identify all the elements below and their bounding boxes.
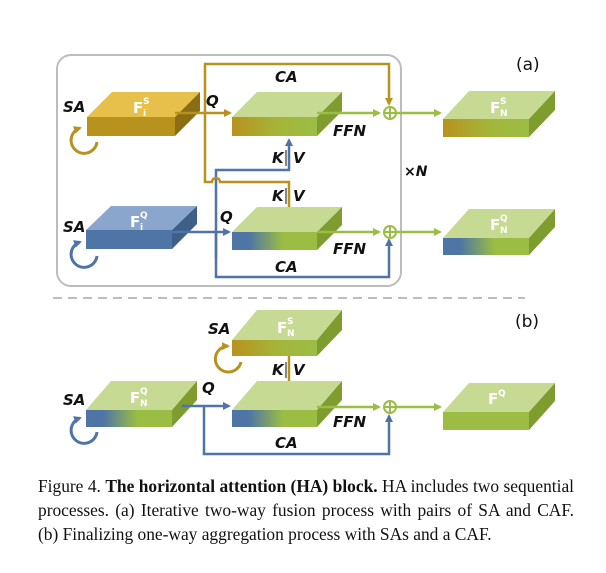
feature-block-fs-n <box>443 91 555 137</box>
self-attention-loop-icon <box>69 240 99 269</box>
sa-label: SA <box>63 98 85 116</box>
q-label-b: Q <box>202 379 215 397</box>
feature-sub-fs-n: N <box>500 109 508 119</box>
caption-title: The horizontal attention (HA) block. <box>105 476 378 496</box>
ca-label-bottom: CA <box>275 258 298 276</box>
feature-sup-fq-n: Q <box>500 214 508 224</box>
ca-label-top: CA <box>275 68 298 86</box>
repeat-frame <box>56 54 402 287</box>
feature-name-fs-n-b: F <box>277 319 287 337</box>
k-label-b: K <box>272 361 285 379</box>
k-label-top: K <box>272 149 285 167</box>
caption-prefix: Figure 4. <box>38 476 101 496</box>
feature-name-fs-i: F <box>133 99 143 117</box>
feature-sub-fq-n-b: N <box>140 399 148 409</box>
add-icon-bottom <box>383 225 397 239</box>
feature-sup-fq-n-b: Q <box>140 387 148 397</box>
ha-block-diagram: (a) ×N F S i SA Q CA FFN F S N K V <box>53 54 555 456</box>
sa-label-b-support: SA <box>208 320 230 338</box>
v-label-bottom: V <box>293 187 306 205</box>
self-attention-loop-icon <box>69 126 99 155</box>
q-label: Q <box>206 92 219 110</box>
feature-sub-fs-i: i <box>143 109 146 119</box>
feature-block-fq-n <box>443 209 555 255</box>
feature-name-fq-n-b: F <box>130 389 140 407</box>
cross-attention-block-bottom <box>232 207 342 250</box>
feature-name-fq-n: F <box>490 216 500 234</box>
feature-sup-fs-i: S <box>143 97 149 107</box>
feature-sub-fq-i: i <box>140 223 143 233</box>
sa-label-query: SA <box>63 218 85 236</box>
feature-sub-fq-n: N <box>500 226 508 236</box>
self-attention-loop-icon <box>69 416 99 445</box>
feature-block-fs-n-b <box>232 310 342 356</box>
cross-attention-block-b <box>232 381 342 427</box>
panel-a-label: (a) <box>516 55 540 75</box>
feature-name-fs-n: F <box>490 99 500 117</box>
ffn-label-b: FFN <box>333 413 366 431</box>
self-attention-loop-icon <box>213 342 243 374</box>
feature-name-fq-out: F <box>488 390 498 408</box>
ffn-label-bottom: FFN <box>333 240 366 258</box>
feature-sub-fs-n-b: N <box>287 329 295 339</box>
feature-sup-fq-i: Q <box>140 211 148 221</box>
feature-sup-fs-n-b: S <box>287 317 293 327</box>
feature-block-fq-n-b <box>86 381 197 427</box>
ffn-label-top: FFN <box>333 122 366 140</box>
feature-sup-fq-out: Q <box>498 389 506 399</box>
panel-b-label: (b) <box>515 312 539 332</box>
q-label-query: Q <box>220 208 233 226</box>
caption-text: HA includes two sequential processes. (a… <box>38 476 574 544</box>
v-label-b: V <box>293 361 306 379</box>
k-label-bottom: K <box>272 187 285 205</box>
feature-block-fq-i <box>86 206 197 249</box>
repeat-label: ×N <box>404 164 428 180</box>
feature-block-fq-out <box>443 383 555 430</box>
feature-name-fq-i: F <box>130 213 140 231</box>
figure-caption: Figure 4. The horizontal attention (HA) … <box>38 474 574 546</box>
sa-label-b-query: SA <box>63 391 85 409</box>
ca-label-b: CA <box>275 434 298 452</box>
cross-attention-block-top <box>232 92 342 136</box>
feature-sup-fs-n: S <box>500 97 506 107</box>
add-icon-top <box>383 106 397 120</box>
v-label-top: V <box>293 149 306 167</box>
add-icon-b <box>383 400 397 414</box>
